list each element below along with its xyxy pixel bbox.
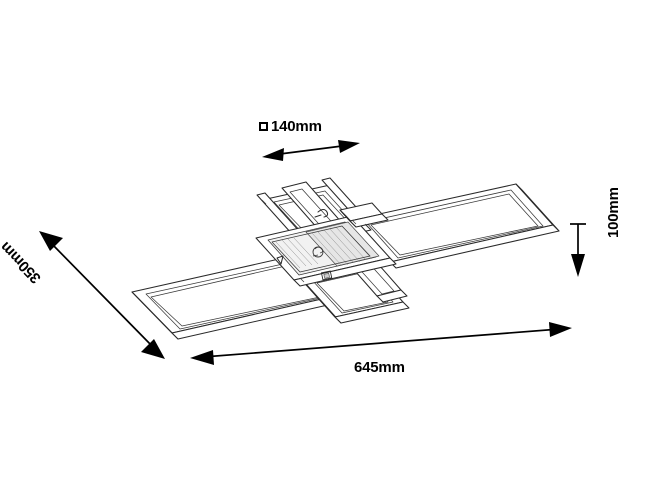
dimension-arrow-100 [570, 223, 586, 277]
fixing-details [276, 208, 333, 281]
dimension-label-645: 645mm [354, 359, 405, 376]
lamp-fixture-drawing [131, 177, 560, 340]
dimension-arrow-350 [39, 231, 165, 359]
dimension-arrow-140 [262, 140, 360, 161]
central-horizontal-bar [255, 215, 397, 287]
ceiling-mount-plate [339, 202, 389, 228]
construction-edges [261, 199, 370, 283]
dimension-label-100: 100mm [605, 187, 622, 238]
dimension-label-140-text: 140mm [271, 118, 322, 135]
dimension-label-140: 140mm [259, 119, 322, 134]
square-profile-icon [259, 122, 268, 131]
dimension-arrow-645 [190, 322, 572, 365]
